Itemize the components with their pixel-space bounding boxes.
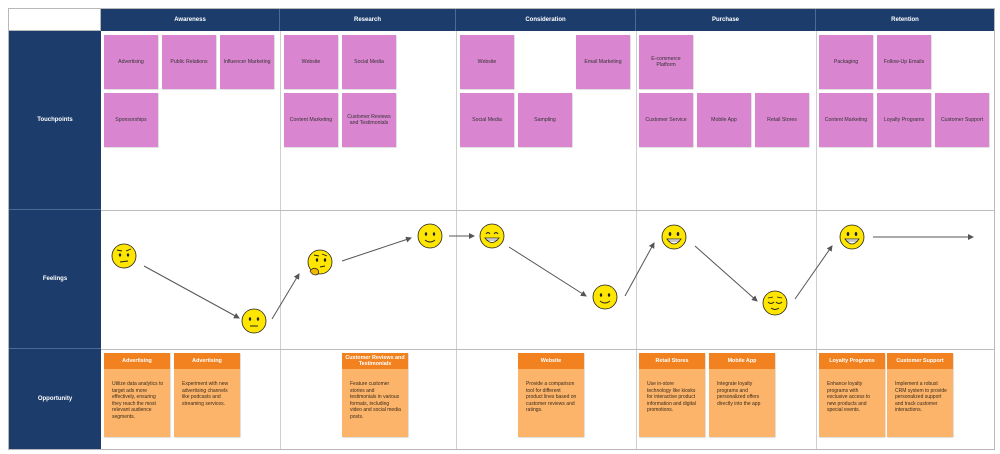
slight-smile-face-icon	[592, 284, 618, 310]
skeptical-face-icon	[111, 243, 137, 269]
stage-header-awareness: Awareness	[101, 9, 280, 31]
opportunity-text: Utilize data analytics to target ads mor…	[112, 381, 164, 420]
touchpoint-note[interactable]: Packaging	[819, 35, 873, 89]
journey-arrow	[143, 265, 240, 319]
opportunity-title: Customer Support	[887, 353, 953, 369]
stage-header-retention: Retention	[816, 9, 994, 31]
row-label-feelings: Feelings	[9, 210, 101, 349]
touchpoint-note[interactable]: Influencer Marketing	[220, 35, 274, 89]
column-divider	[816, 31, 817, 449]
opportunity-card[interactable]: Loyalty Programs Enhance loyalty program…	[819, 353, 885, 437]
stage-header-purchase: Purchase	[636, 9, 816, 31]
opportunity-title: Mobile App	[709, 353, 775, 369]
row-label-opportunity: Opportunity	[9, 349, 101, 449]
stage-header-research: Research	[280, 9, 456, 31]
opportunity-text: Feature customer stories and testimonial…	[350, 381, 401, 420]
opportunity-title: Customer Reviews and Testimonials	[342, 353, 408, 369]
touchpoint-note[interactable]: Follow-Up Emails	[877, 35, 931, 89]
touchpoint-note[interactable]: Sponsorships	[104, 93, 158, 147]
opportunity-title: Loyalty Programs	[819, 353, 885, 369]
touchpoint-note[interactable]: Advertising	[104, 35, 158, 89]
relieved-face-icon	[762, 290, 788, 316]
opportunity-card[interactable]: Advertising Experiment with new advertis…	[174, 353, 240, 437]
touchpoint-note[interactable]: Loyalty Programs	[877, 93, 931, 147]
opportunity-text: Integrate loyalty programs and personali…	[717, 381, 761, 407]
opportunity-text: Provide a comparison tool for different …	[526, 381, 577, 413]
opportunity-text: Enhance loyalty programs with exclusive …	[827, 381, 871, 413]
touchpoint-note[interactable]: Public Relations	[162, 35, 216, 89]
thinking-face-icon	[307, 249, 333, 276]
journey-arrow	[624, 242, 655, 297]
touchpoint-note[interactable]: Social Media	[460, 93, 514, 147]
touchpoint-note[interactable]: Mobile App	[697, 93, 751, 147]
touchpoint-note[interactable]: Customer Support	[935, 93, 989, 147]
neutral-face-icon	[241, 308, 267, 334]
big-smile-face-icon	[839, 224, 865, 250]
grinning-face-icon	[479, 223, 505, 249]
touchpoint-note[interactable]: Content Marketing	[284, 93, 338, 147]
column-divider	[456, 31, 457, 449]
journey-map-board: Awareness Research Consideration Purchas…	[8, 8, 995, 450]
touchpoint-note[interactable]: Content Marketing	[819, 93, 873, 147]
opportunity-text: Use in-store technology like kiosks for …	[647, 381, 696, 413]
opportunity-card[interactable]: Mobile App Integrate loyalty programs an…	[709, 353, 775, 437]
touchpoint-note[interactable]: Customer Reviews and Testimonials	[342, 93, 396, 147]
column-divider	[636, 31, 637, 449]
opportunity-card[interactable]: Advertising Utilize data analytics to ta…	[104, 353, 170, 437]
row-divider	[101, 349, 994, 350]
touchpoint-note[interactable]: Email Marketing	[576, 35, 630, 89]
row-label-touchpoints: Touchpoints	[9, 31, 101, 210]
opportunity-title: Retail Stores	[639, 353, 705, 369]
opportunity-title: Advertising	[104, 353, 170, 369]
journey-arrow	[694, 245, 758, 302]
touchpoint-note[interactable]: Retail Stores	[755, 93, 809, 147]
opportunity-text: Experiment with new advertising channels…	[182, 381, 229, 407]
corner-cell	[9, 9, 101, 31]
opportunity-card[interactable]: Website Provide a comparison tool for di…	[518, 353, 584, 437]
opportunity-title: Website	[518, 353, 584, 369]
opportunity-card[interactable]: Customer Support Implement a robust CRM …	[887, 353, 953, 437]
row-divider	[101, 210, 994, 211]
touchpoint-note[interactable]: Customer Service	[639, 93, 693, 147]
slight-smile-face-icon	[417, 223, 443, 249]
journey-arrow	[794, 245, 833, 300]
journey-arrow	[271, 273, 300, 320]
opportunity-card[interactable]: Customer Reviews and Testimonials Featur…	[342, 353, 408, 437]
touchpoint-note[interactable]: Sampling	[518, 93, 572, 147]
opportunity-text: Implement a robust CRM system to provide…	[895, 381, 947, 413]
stage-header-consideration: Consideration	[456, 9, 636, 31]
opportunity-title: Advertising	[174, 353, 240, 369]
touchpoint-note[interactable]: Website	[460, 35, 514, 89]
touchpoint-note[interactable]: E-commerce Platform	[639, 35, 693, 89]
opportunity-card[interactable]: Retail Stores Use in-store technology li…	[639, 353, 705, 437]
touchpoint-note[interactable]: Website	[284, 35, 338, 89]
touchpoint-note[interactable]: Social Media	[342, 35, 396, 89]
column-divider	[280, 31, 281, 449]
big-smile-face-icon	[661, 224, 687, 250]
journey-arrow	[508, 246, 587, 297]
journey-arrow	[341, 236, 412, 262]
